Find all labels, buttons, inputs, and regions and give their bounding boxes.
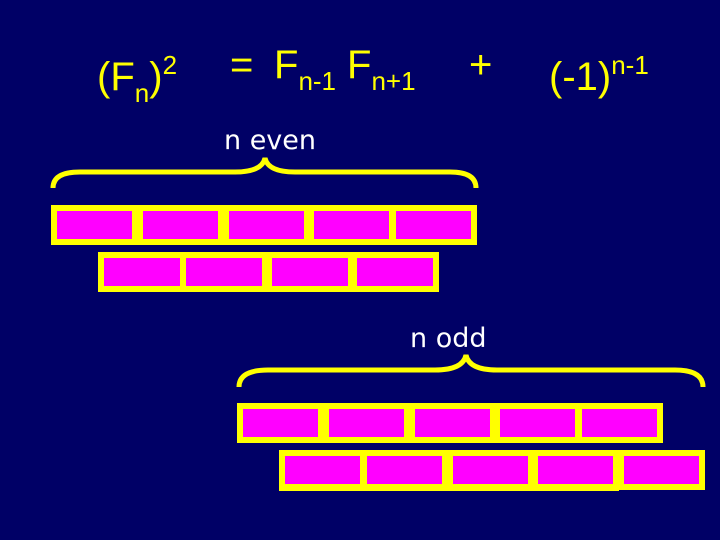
label-n-even: n even [224,125,317,156]
square [314,211,389,239]
term2-base: F [347,43,372,87]
square [272,258,348,286]
square [357,258,433,286]
square [329,409,404,437]
equation-term-minus-one-power: (-1)n-1 [549,40,649,102]
square [453,456,528,484]
lhs-superscript: 2 [162,50,178,80]
square [143,211,218,239]
equation-term-fn-minus-1: Fn-1 [274,40,336,106]
plus-sign: + [469,43,493,87]
square [624,456,699,484]
square [243,409,318,437]
lhs-subscript: n [134,78,150,108]
even-row-1 [51,205,477,245]
odd-row-2 [279,450,619,491]
square [367,456,442,484]
brace-odd [236,354,706,388]
label-n-odd: n odd [410,323,487,354]
square [57,211,132,239]
lhs-base: (F [97,55,135,99]
square [104,258,180,286]
square [186,258,262,286]
term1-base: F [274,43,299,87]
square [582,409,657,437]
equation-lhs: (Fn)2 [97,40,177,118]
term2-subscript: n+1 [371,66,416,96]
equation-term-fn-plus-1: Fn+1 [347,40,416,106]
odd-row-1 [237,403,663,443]
term1-subscript: n-1 [298,66,337,96]
square [415,409,490,437]
square [500,409,575,437]
square [285,456,360,484]
brace-even [50,157,479,189]
lhs-close: ) [149,55,163,99]
equals-sign: = [230,43,254,87]
term3-superscript: n-1 [611,50,649,80]
odd-row-2-extra-square [619,450,705,490]
square [538,456,613,484]
term3-base: (-1) [549,55,612,99]
square [396,211,471,239]
even-row-2 [98,252,439,292]
square [229,211,304,239]
